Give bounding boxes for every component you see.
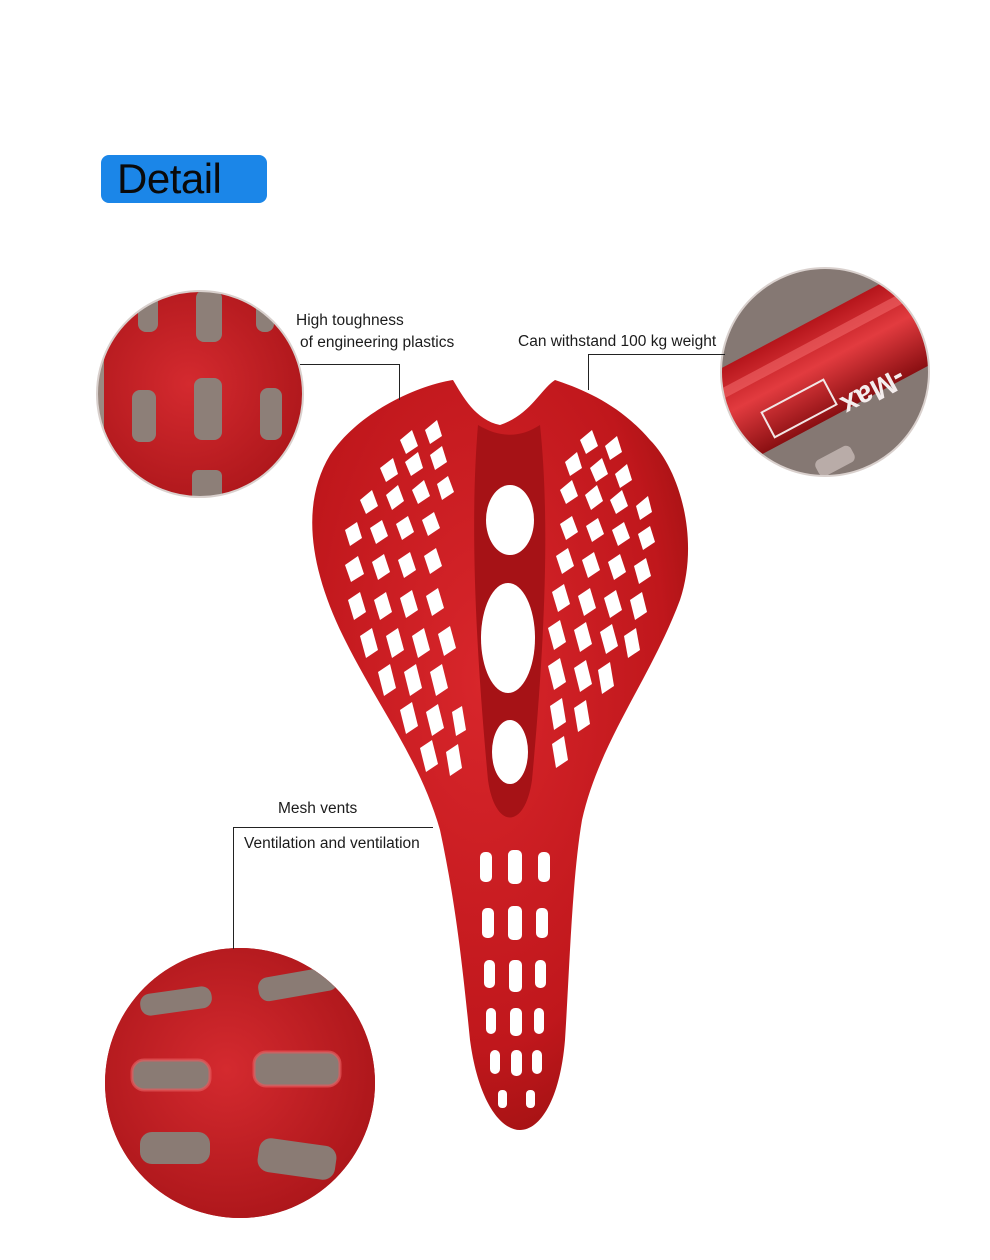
- mesh-caption-sub: Ventilation and ventilation: [244, 835, 420, 852]
- mesh-leader-v: [233, 827, 234, 949]
- saddle: [312, 380, 689, 1130]
- toughness-leader-v: [399, 364, 400, 400]
- zoom-circle-rail: -Max: [720, 267, 930, 477]
- zoom-circle-plastic: [96, 290, 304, 498]
- detail-heading: Detail: [117, 155, 222, 202]
- detail-badge: Detail: [101, 155, 267, 203]
- mesh-caption-title: Mesh vents: [278, 800, 358, 817]
- toughness-leader-h: [300, 364, 400, 365]
- center-hole: [486, 485, 534, 555]
- toughness-caption-line2: of engineering plastics: [300, 334, 455, 351]
- mesh-vents-left: [345, 420, 466, 776]
- zoom-circle-mesh: [105, 948, 375, 1218]
- mesh-vents-right: [548, 430, 655, 768]
- mesh-leader-h: [233, 827, 433, 828]
- mesh-vents-nose: [480, 850, 550, 1108]
- weight-caption: Can withstand 100 kg weight: [518, 333, 717, 350]
- center-hole: [492, 720, 528, 784]
- toughness-caption-line1: High toughness: [296, 312, 404, 329]
- weight-leader-h: [588, 354, 725, 355]
- weight-leader-v: [588, 354, 589, 390]
- center-hole: [481, 583, 535, 693]
